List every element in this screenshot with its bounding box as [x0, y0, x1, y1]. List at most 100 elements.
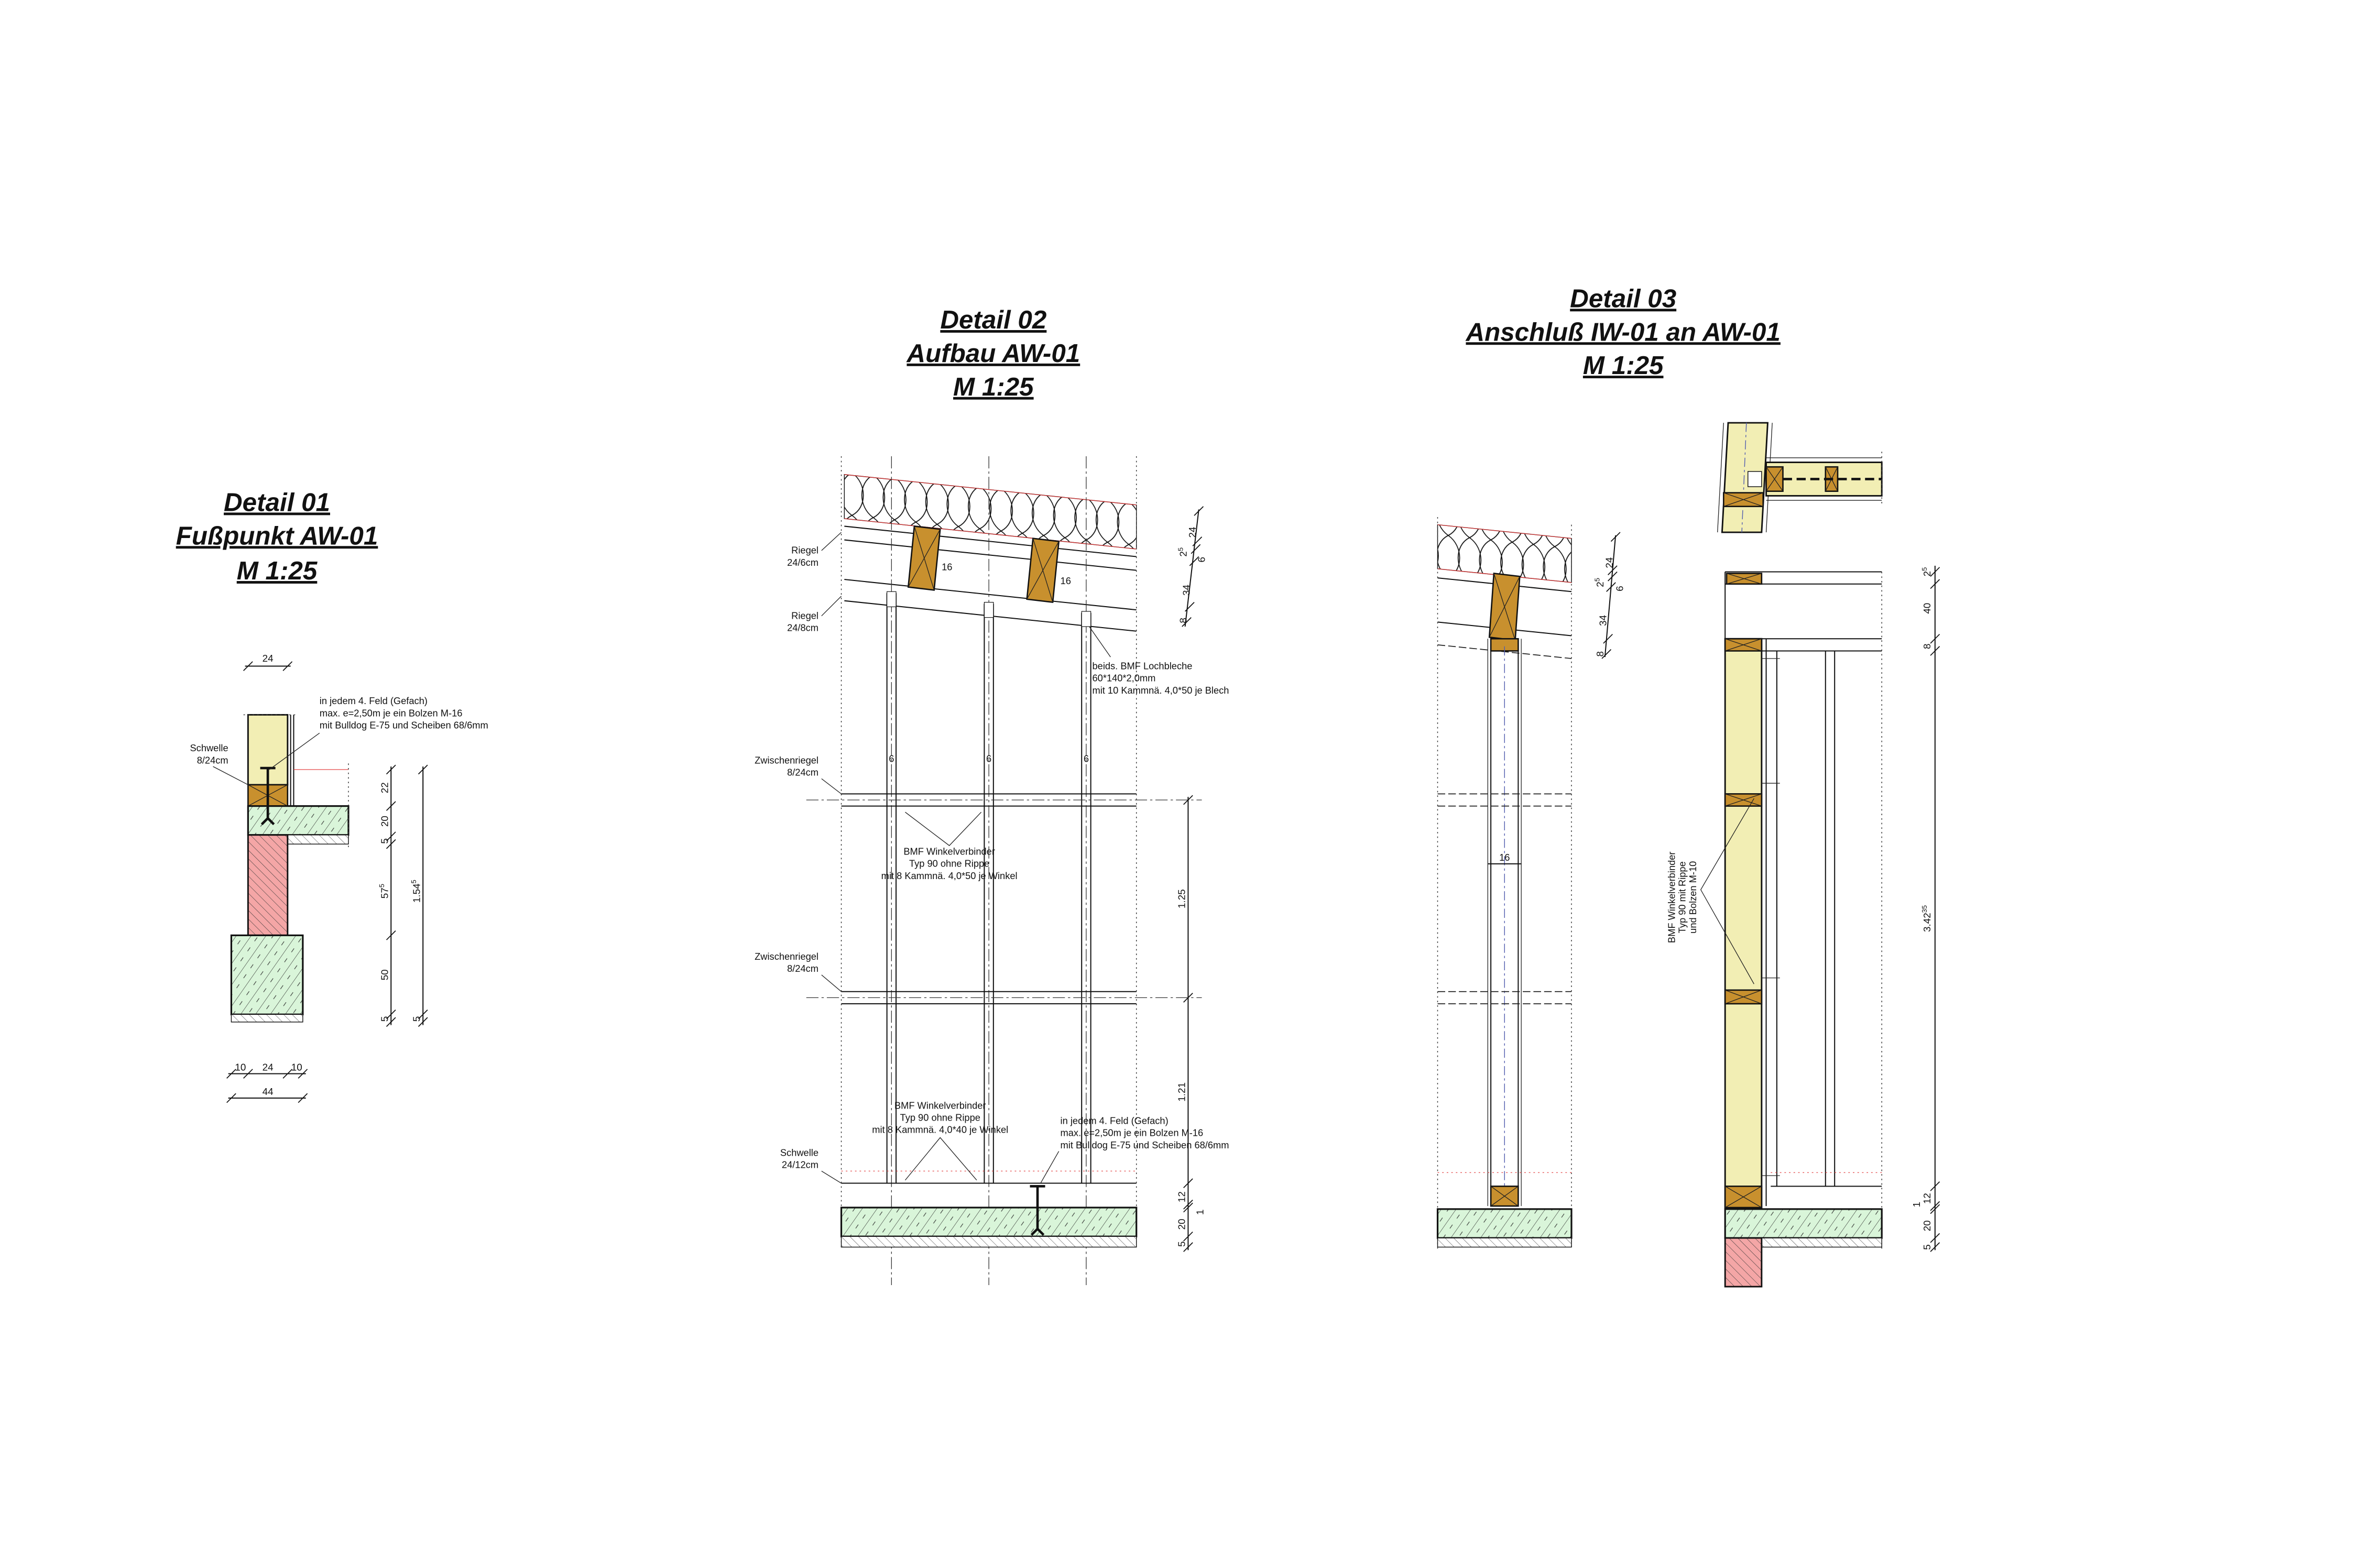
lochbleche-note: 60*140*2,0mm — [1093, 673, 1156, 684]
schwelle-timber — [1490, 1186, 1519, 1207]
bolt-note-line: mit Bulldog E-75 und Scheiben 68/6mm — [320, 720, 488, 731]
detail-01: Detail 01 Fußpunkt AW-01 M 1:25 Schwelle… — [176, 488, 488, 1103]
wall-timber — [1724, 638, 1763, 652]
detail-03-subtitle: Anschluß IW-01 an AW-01 — [1465, 317, 1780, 346]
winkel-note: BMF Winkelverbinder — [894, 1100, 986, 1111]
winkel-note: Typ 90 ohne Rippe — [900, 1112, 980, 1123]
riegel-timber — [1488, 572, 1521, 641]
riegel-timber — [907, 525, 941, 591]
floor-slab — [1436, 1208, 1573, 1239]
dim-label: 5 — [1176, 1241, 1187, 1247]
lean-concrete — [287, 835, 349, 845]
lochbleche-note: mit 10 Kammnä. 4,0*50 je Blech — [1093, 685, 1229, 696]
dim-label: 10 — [291, 1062, 302, 1073]
dim-label: 575 — [378, 884, 390, 898]
schwelle-size: 24/12cm — [782, 1159, 818, 1170]
dim-label: 5 — [379, 838, 390, 844]
bolt-note-line: in jedem 4. Feld (Gefach) — [320, 695, 428, 706]
bolt-note-line: max. e=2,50m je ein Bolzen M-16 — [320, 707, 463, 718]
inner-wall-timber — [1765, 466, 1784, 492]
detail-02-scale: M 1:25 — [953, 372, 1034, 401]
dim-label: 1.25 — [1176, 889, 1187, 908]
riegel-width-dim: 16 — [942, 562, 952, 573]
detail-03-plan — [1717, 422, 1883, 533]
zwischenriegel-label: Zwischenriegel — [755, 951, 818, 962]
detail-02-subtitle: Aufbau AW-01 — [905, 339, 1080, 368]
winkel-connector — [1747, 471, 1762, 487]
detail-03-section: BMF Winkelverbinder Typ 90 mit Rippe und… — [1666, 565, 1940, 1288]
winkel-note: BMF Winkelverbinder — [1666, 851, 1677, 943]
dim-label: 25 — [1593, 578, 1606, 587]
schwelle-label: Schwelle — [190, 742, 228, 753]
winkel-note: und Bolzen M-10 — [1687, 861, 1698, 934]
foundation — [230, 934, 304, 1015]
zwischenriegel-size: 8/24cm — [787, 767, 818, 778]
dim-label: 5 — [379, 1016, 390, 1022]
dim-label: 50 — [379, 969, 390, 980]
dim-label: 1 — [1911, 1202, 1922, 1208]
winkel-note: Typ 90 ohne Rippe — [909, 858, 989, 869]
lean-concrete — [840, 1236, 1137, 1248]
bolt-note: mit Bulldog E-75 und Scheiben 68/6mm — [1061, 1139, 1229, 1150]
detail-02-annotations: Riegel 24/6cm Riegel 24/8cm Zwischenrieg… — [755, 532, 1229, 1184]
wall-timber-plan — [1722, 492, 1764, 508]
stud-width-dim: 6 — [1084, 753, 1089, 764]
winkel-note: mit 8 Kammnä. 4,0*50 je Winkel — [881, 870, 1018, 881]
dim-label: 24 — [1603, 557, 1614, 568]
studs — [886, 456, 1091, 1286]
dim-label: 1 — [1194, 1209, 1205, 1215]
dim-label: 8 — [1922, 644, 1933, 650]
detail-02: Detail 02 Aufbau AW-01 M 1:25 — [755, 305, 1229, 1286]
dim-label: 24 — [1187, 527, 1198, 538]
dim-label: 1.21 — [1176, 1082, 1187, 1102]
wall-timber — [1724, 793, 1763, 807]
riegel-label: Riegel — [791, 610, 818, 621]
riegel-width-dim: 16 — [1061, 575, 1071, 586]
dim-label: 25 — [1176, 547, 1188, 557]
zwischenriegel-1 — [806, 793, 1202, 807]
riegel-size: 24/6cm — [787, 557, 818, 568]
lochbleche-note: beids. BMF Lochbleche — [1093, 660, 1193, 671]
lean-concrete — [1761, 1237, 1882, 1248]
dim-label: 1.545 — [410, 880, 422, 903]
lean-concrete — [1437, 1237, 1572, 1248]
riegel-label: Riegel — [791, 545, 818, 556]
anchor-bolt — [260, 766, 276, 826]
stud-width-dim: 6 — [889, 753, 894, 764]
winkel-note: BMF Winkelverbinder — [903, 846, 995, 857]
dim-label: 5 — [411, 1016, 422, 1022]
zwischenriegel-size: 8/24cm — [787, 963, 818, 974]
detail-03-title: Detail 03 — [1570, 284, 1676, 313]
stud-width-dim: 6 — [986, 753, 991, 764]
dim-label: 12 — [1176, 1191, 1187, 1202]
dim-label: 34 — [1181, 585, 1192, 596]
winkel-note: mit 8 Kammnä. 4,0*40 je Winkel — [872, 1124, 1008, 1135]
winkel-note: Typ 90 mit Rippe — [1677, 861, 1688, 933]
detail-01-title: Detail 01 — [224, 488, 330, 517]
detail-02-title: Detail 02 — [940, 305, 1046, 334]
dim-label: 34 — [1598, 615, 1609, 626]
dim-label: 6 — [1196, 557, 1207, 563]
floor-slab — [247, 805, 350, 836]
stud — [984, 456, 994, 1286]
lochblech-plate — [1081, 611, 1091, 627]
dim-label: 3.4235 — [1920, 905, 1933, 932]
detail-03-elevation: 16 24 25 6 34 8 — [1436, 517, 1625, 1251]
detail-01-dimensions: 24 22 20 5 575 50 5 1.545 5 10 24 10 — [226, 653, 428, 1103]
dim-label: 24 — [263, 1062, 274, 1073]
wall-timber — [1724, 1186, 1763, 1209]
dim-label: 6 — [1614, 586, 1625, 591]
top-timber — [1726, 573, 1763, 585]
detail-01-subtitle: Fußpunkt AW-01 — [176, 521, 378, 550]
bolt-note: max. e=2,50m je ein Bolzen M-16 — [1061, 1127, 1204, 1138]
stud-width-dim: 16 — [1499, 852, 1510, 863]
dim-label: 44 — [263, 1086, 274, 1097]
lochblech-plate — [984, 602, 994, 618]
riegel-size: 24/8cm — [787, 622, 818, 633]
dim-label: 22 — [379, 782, 390, 793]
wall-timber — [1724, 989, 1763, 1005]
foundation-lean-concrete — [231, 1014, 303, 1023]
bolt-note: in jedem 4. Feld (Gefach) — [1061, 1115, 1169, 1126]
connector-bolts — [1761, 658, 1780, 1176]
